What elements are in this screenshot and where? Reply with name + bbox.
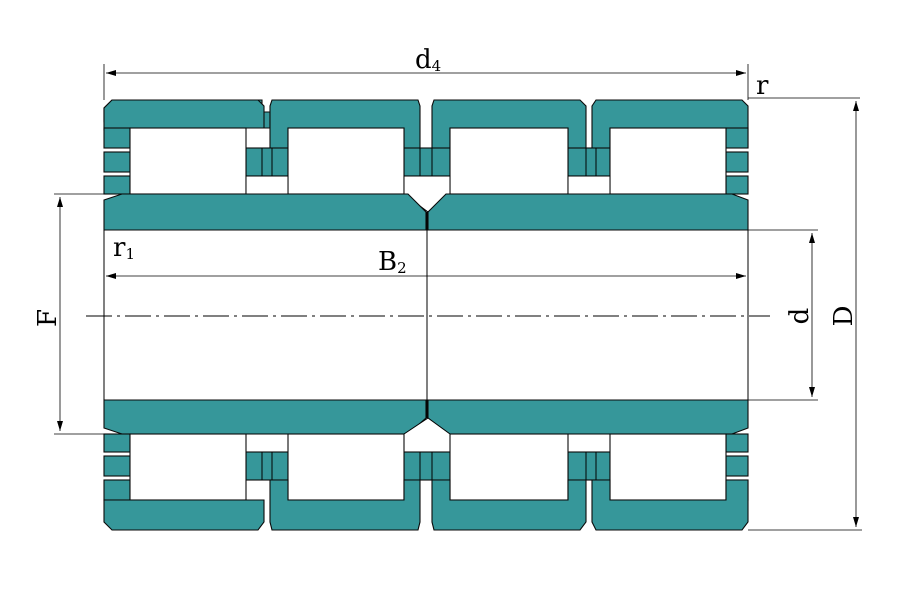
roller-2-top <box>287 127 405 195</box>
cage-block-3-top <box>567 147 611 177</box>
left-flange-top <box>103 127 131 149</box>
outer-ring-1-body <box>103 99 265 131</box>
label-d4: d4 <box>415 45 441 75</box>
right-lower-block-top <box>725 175 749 195</box>
inner-ring-left-top <box>103 193 427 231</box>
bore <box>86 212 770 418</box>
inner-ring-left-bottom <box>103 399 427 435</box>
cage-block-1-top <box>245 147 289 177</box>
left-lower-block-bottom <box>103 433 131 453</box>
left-lower-block-top <box>103 175 131 195</box>
label-B2: B2 <box>378 247 407 277</box>
left-cage-block-bottom <box>103 455 131 477</box>
right-flange-top <box>725 127 749 149</box>
right-lower-block-bottom <box>725 433 749 453</box>
cage-block-1-bottom <box>245 451 289 481</box>
roller-1-top <box>129 127 247 195</box>
left-flange-bottom <box>103 479 131 501</box>
cage-block-3-bottom <box>567 451 611 481</box>
inner-ring-right-bottom <box>427 399 749 435</box>
dimensions <box>54 64 862 531</box>
label-r: r <box>756 71 769 101</box>
cage-block-2-bottom <box>403 451 451 481</box>
labels: d4 r r1 B2 F d D <box>33 45 859 327</box>
label-r1: r1 <box>113 233 135 263</box>
outer-ring-1-bottom <box>103 499 265 531</box>
inner-ring-right-top <box>427 193 749 231</box>
lower-section <box>103 399 749 531</box>
roller-4-bottom <box>609 433 727 501</box>
cage-block-2-top <box>403 147 451 177</box>
roller-2-bottom <box>287 433 405 501</box>
label-F: F <box>33 309 63 327</box>
upper-section <box>103 99 749 231</box>
roller-3-bottom <box>449 433 569 501</box>
roller-4-top <box>609 127 727 195</box>
outer-ring-3-bottom <box>431 479 587 531</box>
roller-1-bottom <box>129 433 247 501</box>
label-d: d <box>785 308 815 325</box>
label-D: D <box>829 306 859 327</box>
right-cage-block-top <box>725 151 749 173</box>
outer-ring-2-bottom <box>269 479 421 531</box>
left-cage-block-top <box>103 151 131 173</box>
right-cage-block-bottom <box>725 455 749 477</box>
roller-3-top <box>449 127 569 195</box>
outer-ring-4-bottom <box>591 479 749 531</box>
